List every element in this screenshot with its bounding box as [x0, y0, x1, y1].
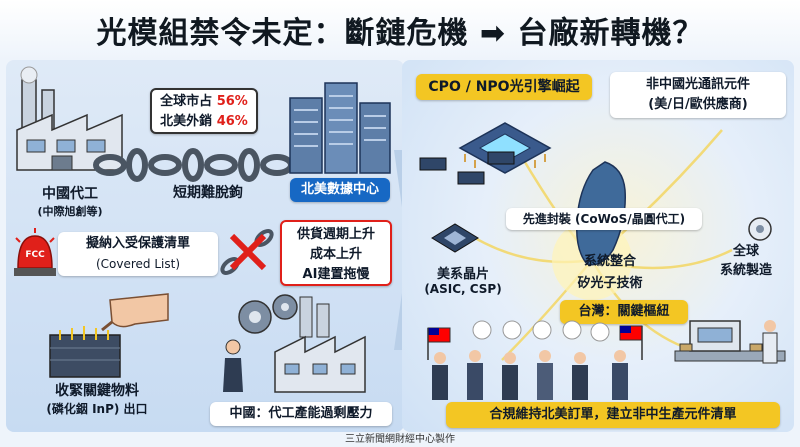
- impact-item: AI建置拖慢: [302, 267, 370, 282]
- taiwan-hub-badge: 台灣：關鍵樞紐: [560, 300, 688, 324]
- global-mfg-title: 全球: [732, 244, 759, 259]
- hand-pinching-material-illustration: [49, 293, 169, 378]
- non-china-title: 非中國光通訊元件: [645, 77, 750, 92]
- us-chips-label: 美系晶片 (ASIC, CSP): [418, 263, 508, 296]
- page-title: 光模組禁令未定：斷鏈危機 ➡ 台廠新轉機？: [0, 0, 800, 60]
- na-export-label: 北美外銷: [160, 114, 213, 129]
- fcc-badge: FCC: [25, 250, 45, 260]
- tighten-subtitle: (磷化銦 InP) 出口: [46, 402, 148, 416]
- silicon-photonics-label: 矽光子技術: [577, 276, 643, 291]
- na-datacenter-badge: 北美數據中心: [290, 178, 390, 202]
- us-chip-icon: [431, 223, 479, 253]
- bottom-banner: 合規維持北美訂單，建立非中生產元件清單: [446, 402, 780, 428]
- global-manufacturing-label: 全球 系統製造: [706, 240, 786, 278]
- china-oem-subtitle: (中際旭創等): [37, 205, 103, 218]
- china-factory-illustration: [16, 66, 123, 171]
- china-oem-title: 中國代工: [42, 186, 98, 202]
- us-chips-subtitle: (ASIC, CSP): [424, 282, 502, 296]
- na-export-value: 46%: [216, 114, 248, 129]
- covered-list-subtitle: (Covered List): [95, 257, 181, 271]
- us-chips-title: 美系晶片: [436, 267, 489, 282]
- tighten-title: 收緊關鍵物料: [55, 383, 139, 399]
- overcapacity-factory-illustration: [223, 294, 366, 393]
- chain-caption: 短期難脫鉤: [173, 185, 243, 201]
- global-share-value: 56%: [216, 94, 248, 109]
- covered-list-title: 擬納入受保護清單: [85, 236, 190, 251]
- covered-list-box: 擬納入受保護清單 (Covered List): [58, 232, 218, 276]
- impact-item: 成本上升: [309, 247, 362, 262]
- market-share-box: 全球市占 56% 北美外銷 46%: [150, 88, 258, 134]
- server-racks-icon: [289, 82, 391, 174]
- impacts-box: 供貨週期上升 成本上升 AI建置拖慢: [280, 220, 392, 286]
- footer-credit: 三立新聞網財經中心製作: [345, 434, 455, 445]
- china-oem-label: 中國代工 (中際旭創等): [20, 183, 120, 219]
- cpo-npo-badge: CPO / NPO光引擎崛起: [416, 74, 592, 100]
- business-people-with-flags-illustration: [427, 320, 643, 400]
- packaging-label: 先進封裝 (CoWoS/晶圓代工): [506, 208, 702, 230]
- china-pressure-label: 中國：代工產能過剩壓力: [210, 402, 392, 426]
- tighten-materials-label: 收緊關鍵物料 (磷化銦 InP) 出口: [22, 380, 172, 417]
- integration-label: 系統整合: [583, 254, 636, 269]
- alarm-light-icon: [14, 228, 56, 276]
- non-china-subtitle: (美/日/歐供應商): [648, 97, 748, 112]
- chain-icon: [93, 148, 294, 182]
- optical-module-icon: [419, 151, 515, 185]
- gear-icon: [748, 217, 772, 241]
- broken-chain-icon: [220, 229, 274, 275]
- production-line-illustration: [674, 320, 786, 364]
- non-china-components-box: 非中國光通訊元件 (美/日/歐供應商): [610, 72, 786, 118]
- impact-item: 供貨週期上升: [296, 227, 375, 242]
- global-share-label: 全球市占: [160, 94, 213, 109]
- global-mfg-subtitle: 系統製造: [719, 263, 772, 278]
